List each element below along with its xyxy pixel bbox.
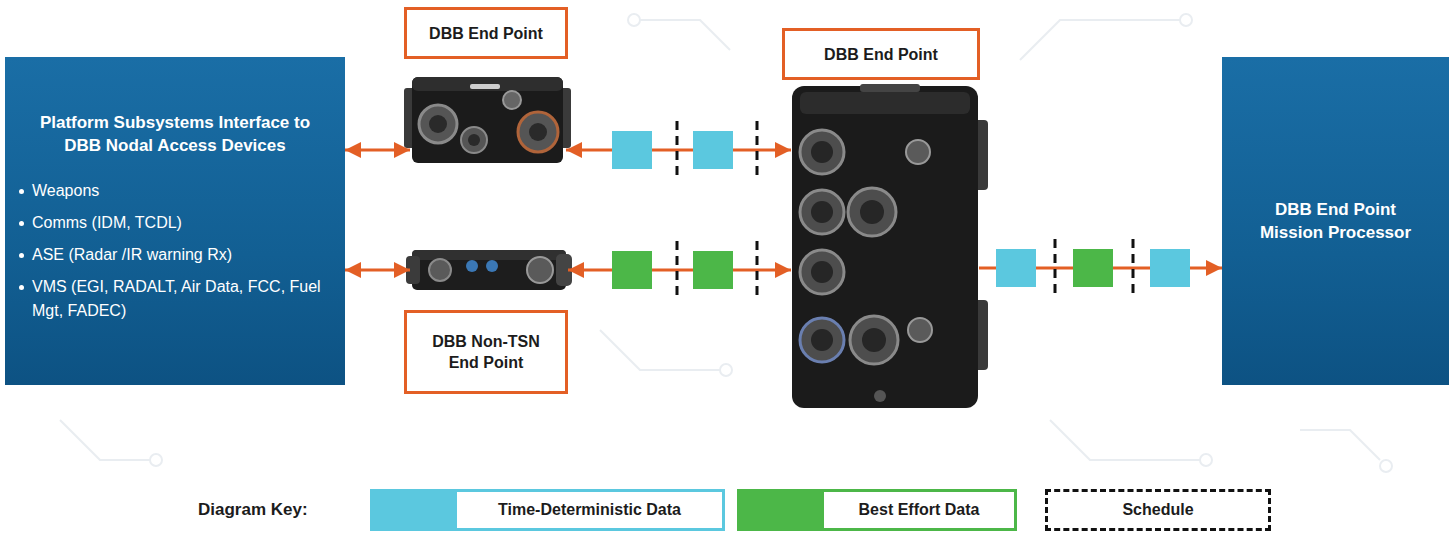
device-illustration-part (527, 257, 553, 283)
device-illustration-part (503, 91, 521, 109)
schedule-marks-part (756, 121, 759, 180)
schedule-marks-part (1132, 239, 1135, 298)
box-heading: Platform Subsystems Interface to DBB Nod… (28, 111, 323, 157)
device-illustration-part (811, 261, 833, 283)
circuit-pattern-part (1050, 420, 1200, 460)
device-illustration-part (811, 329, 833, 351)
data-packets-part (612, 131, 652, 169)
bullet-text: Comms (IDM, TCDL) (32, 211, 182, 235)
system-box: Platform Subsystems Interface to DBB Nod… (5, 57, 345, 385)
data-packets-part (693, 131, 733, 169)
data-packets-part (1150, 249, 1190, 287)
bullet-dot (19, 221, 24, 226)
device-illustration-part (412, 77, 563, 91)
device-illustration-part (429, 259, 451, 281)
circuit-pattern-part (1380, 460, 1392, 472)
legend-text: Best Effort Data (824, 492, 1014, 528)
device-illustration-part (800, 190, 844, 234)
device-illustration-part (412, 250, 566, 290)
device-illustration-part (529, 123, 547, 141)
circuit-pattern-part (1180, 14, 1192, 26)
device-illustration (404, 77, 988, 408)
device-illustration-part (429, 115, 447, 133)
bullet-text: Weapons (32, 179, 99, 203)
data-link-arrow (345, 269, 410, 272)
data-packets-part (996, 249, 1036, 287)
bullet-item: Weapons (19, 179, 331, 203)
device-illustration-part (800, 250, 844, 294)
data-packets-part (612, 251, 652, 289)
endpoint-label: DBB End Point (782, 28, 980, 80)
device-illustration-part (461, 127, 487, 153)
endpoint-label: DBB Non-TSN End Point (404, 310, 568, 394)
bullet-dot (19, 285, 24, 290)
device-illustration-part (848, 188, 896, 236)
device-illustration-part (811, 201, 833, 223)
device-illustration-part (466, 260, 478, 272)
bullet-text: VMS (EGI, RADALT, Air Data, FCC, Fuel Mg… (32, 275, 331, 323)
data-packets-part (1073, 249, 1113, 287)
device-illustration-part (862, 328, 886, 352)
box-title: DBB End Point Mission Processor (1251, 198, 1421, 244)
bullet-item: Comms (IDM, TCDL) (19, 211, 331, 235)
legend-heading: Diagram Key: (198, 500, 308, 520)
bullet-dot (19, 253, 24, 258)
device-illustration-part (860, 200, 884, 224)
schedule-marks-part (756, 241, 759, 300)
schedule-marks (677, 121, 1133, 300)
device-node: DBB End Point (791, 84, 979, 410)
legend-text: Time-Deterministic Data (457, 492, 722, 528)
system-box: DBB End Point Mission Processor (1222, 57, 1449, 385)
circuit-pattern-part (600, 330, 720, 370)
circuit-pattern-part (150, 454, 162, 466)
endpoint-label: DBB End Point (404, 7, 568, 59)
legend-entry: Schedule (1045, 489, 1271, 531)
device-illustration-part (860, 84, 920, 92)
circuit-pattern-part (628, 14, 640, 26)
device-illustration-part (800, 130, 844, 174)
device-illustration-part (850, 316, 898, 364)
device-illustration-part (412, 77, 563, 163)
device-node: DBB End Point (410, 75, 566, 165)
schedule-marks-part (1054, 239, 1057, 298)
device-illustration-part (800, 92, 970, 114)
device-illustration-part (800, 318, 844, 362)
device-illustration-part (792, 86, 978, 408)
circuit-pattern-part (720, 364, 732, 376)
schedule-marks-part (676, 121, 679, 180)
schedule-marks-part (676, 241, 679, 300)
legend-entry: Time-Deterministic Data (370, 489, 725, 531)
legend-swatch (373, 492, 457, 528)
bullet-item: VMS (EGI, RADALT, Air Data, FCC, Fuel Mg… (19, 275, 331, 323)
circuit-pattern-part (1200, 454, 1212, 466)
device-illustration-part (908, 318, 932, 342)
device-illustration-part (518, 112, 558, 152)
circuit-pattern-part (640, 20, 730, 50)
device-illustration-part (468, 134, 480, 146)
bullet-item: ASE (Radar /IR warning Rx) (19, 243, 331, 267)
legend-swatch (740, 492, 824, 528)
circuit-pattern-part (1300, 430, 1380, 460)
device-illustration-part (470, 84, 500, 89)
circuit-pattern-part (1020, 20, 1180, 60)
device-illustration-part (811, 141, 833, 163)
data-packets (612, 131, 1190, 289)
circuit-pattern-part (60, 420, 150, 460)
device-node: DBB Non-TSN End Point (410, 246, 568, 292)
bullet-text: ASE (Radar /IR warning Rx) (32, 243, 232, 267)
bullet-dot (19, 189, 24, 194)
legend-entry: Best Effort Data (737, 489, 1017, 531)
data-link-arrow (345, 149, 410, 152)
device-illustration-part (906, 140, 930, 164)
device-illustration-part (486, 260, 498, 272)
device-illustration-part (874, 390, 886, 402)
data-packets-part (693, 251, 733, 289)
device-illustration-part (419, 105, 457, 143)
legend-text: Schedule (1048, 492, 1268, 528)
